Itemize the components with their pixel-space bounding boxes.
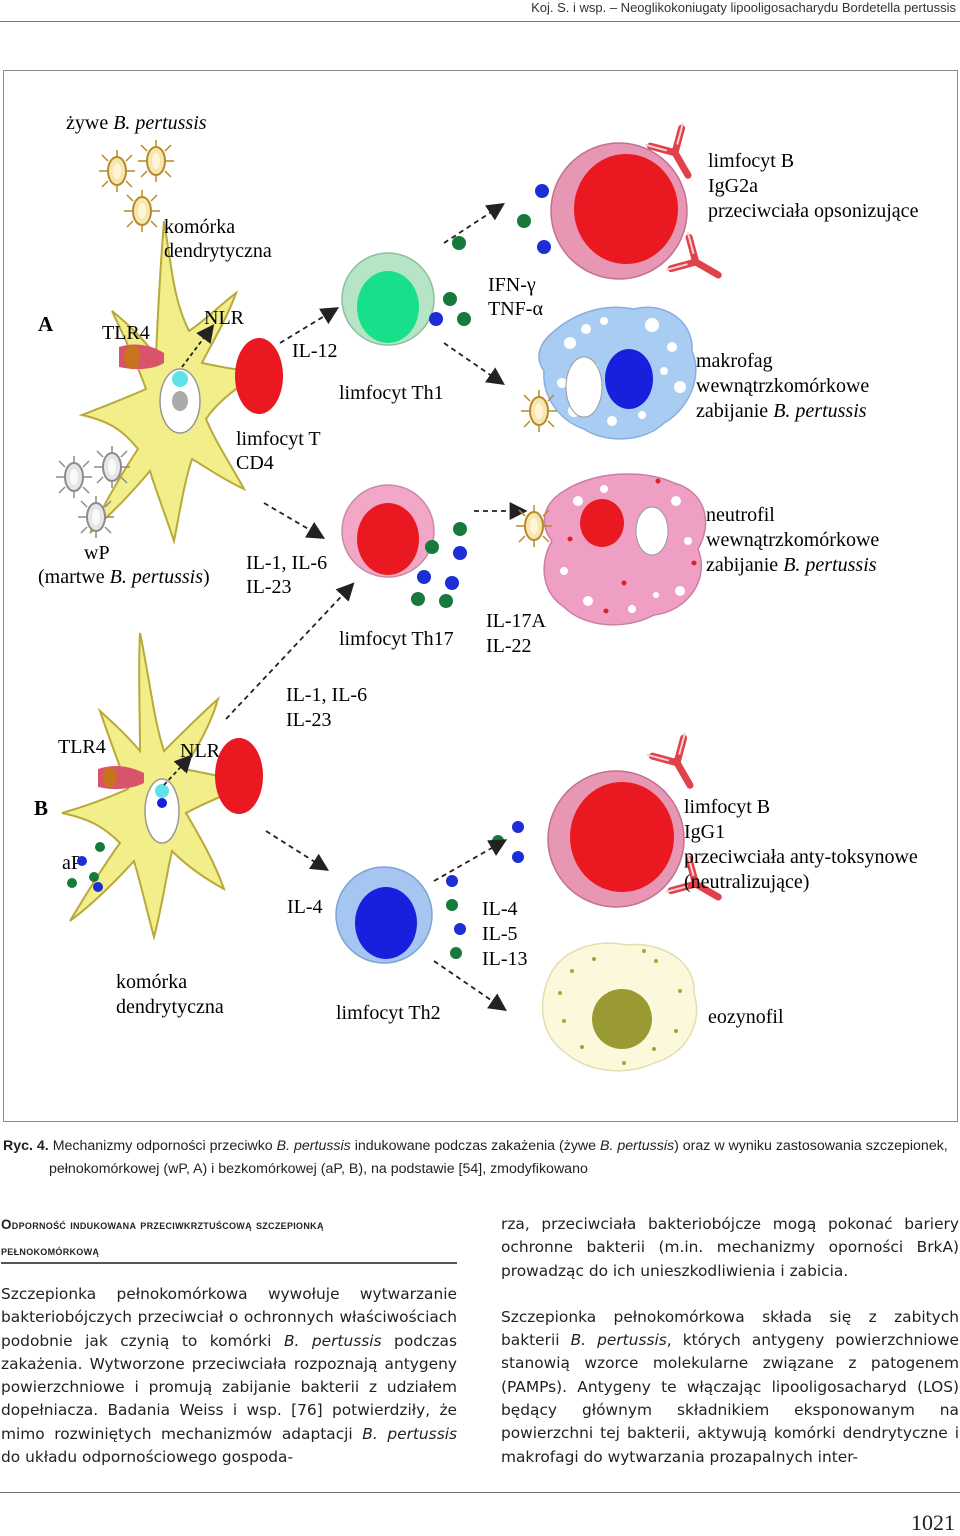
- ifn-gamma-label: IFN-γ: [488, 274, 536, 296]
- caption-text: Mechanizmy odporności przeciwko: [52, 1138, 277, 1154]
- th17-label: limfocyt Th17: [339, 628, 454, 650]
- panel-a-letter: A: [38, 312, 54, 336]
- caption-italic: B. pertussis: [600, 1138, 675, 1154]
- dead-bacterium-icon: [55, 455, 93, 499]
- neutrophil-granules: [560, 485, 692, 613]
- caption-italic: B. pertussis: [276, 1138, 351, 1154]
- cd4-t-cell: [235, 338, 283, 414]
- panel-b-letter: B: [34, 796, 48, 820]
- section-rule: [1, 1262, 457, 1264]
- live-bacterium-icon: [137, 139, 175, 183]
- cytokines-th2: [446, 821, 524, 959]
- th2-label: limfocyt Th2: [336, 1002, 441, 1024]
- footer-rule: [0, 1492, 960, 1493]
- nlr-label-a: NLR: [204, 307, 245, 329]
- paragraph: Szczepionka pełnokomórkowa składa się z …: [501, 1307, 959, 1466]
- left-column: Szczepionka pełnokomórkowa wywołuje wytw…: [1, 1283, 457, 1469]
- eosinophil-granules: [558, 949, 682, 1065]
- tlr4-label-a: TLR4: [102, 322, 150, 344]
- neutrophil-cell: [543, 473, 707, 626]
- ap-label: aP: [62, 852, 82, 874]
- nlr-label-b: NLR: [180, 740, 221, 762]
- section-title: Odporność indukowana przeciwkrztuścową s…: [1, 1217, 324, 1258]
- paragraph: rza, przeciwciała bakteriobójcze mogą po…: [501, 1215, 959, 1280]
- eosinophil-nucleus: [592, 989, 652, 1049]
- live-bacteria-label: żywe B. pertussis: [66, 112, 207, 134]
- th1-label: limfocyt Th1: [339, 382, 444, 404]
- caption-text: ) oraz w wyniku zastosowania szczepionek…: [674, 1138, 948, 1154]
- cytokines-th1: [429, 184, 551, 326]
- running-head: Koj. S. i wsp. – Neoglikokoniugaty lipoo…: [531, 0, 956, 15]
- il4-label: IL-4: [287, 896, 323, 918]
- nlr-receptor-icon: [155, 784, 169, 798]
- caption-line-2: pełnokomórkowej (wP, A) i bezkomórkowej …: [49, 1161, 588, 1177]
- wp-label: wP(martwe B. pertussis): [38, 542, 210, 588]
- paragraph: Szczepionka pełnokomórkowa wywołuje wytw…: [1, 1285, 458, 1467]
- nlr-receptor-icon: [172, 371, 188, 387]
- caption-text: indukowane podczas zakażenia (żywe: [350, 1138, 600, 1154]
- live-bacteria-icons: [98, 139, 175, 233]
- header-rule: [0, 21, 960, 22]
- live-bacterium-icon: [123, 189, 161, 233]
- eosinophil-label: eozynofil: [708, 1006, 784, 1028]
- figure-caption: Ryc. 4. Mechanizmy odporności przeciwko …: [3, 1135, 953, 1181]
- il12-label: IL-12: [292, 340, 338, 362]
- tnf-alpha-label: TNF-α: [488, 298, 543, 320]
- cd4-t-cell-b: [215, 738, 263, 814]
- cytokines-th17: [411, 522, 467, 608]
- ap-antigens: [67, 842, 105, 892]
- caption-label: Ryc. 4.: [3, 1138, 49, 1154]
- page-number: 1021: [911, 1510, 955, 1535]
- tlr4-label-b: TLR4: [58, 736, 106, 758]
- right-column: rza, przeciwciała bakteriobójcze mogą po…: [501, 1213, 959, 1469]
- live-bacterium-icon: [98, 149, 136, 193]
